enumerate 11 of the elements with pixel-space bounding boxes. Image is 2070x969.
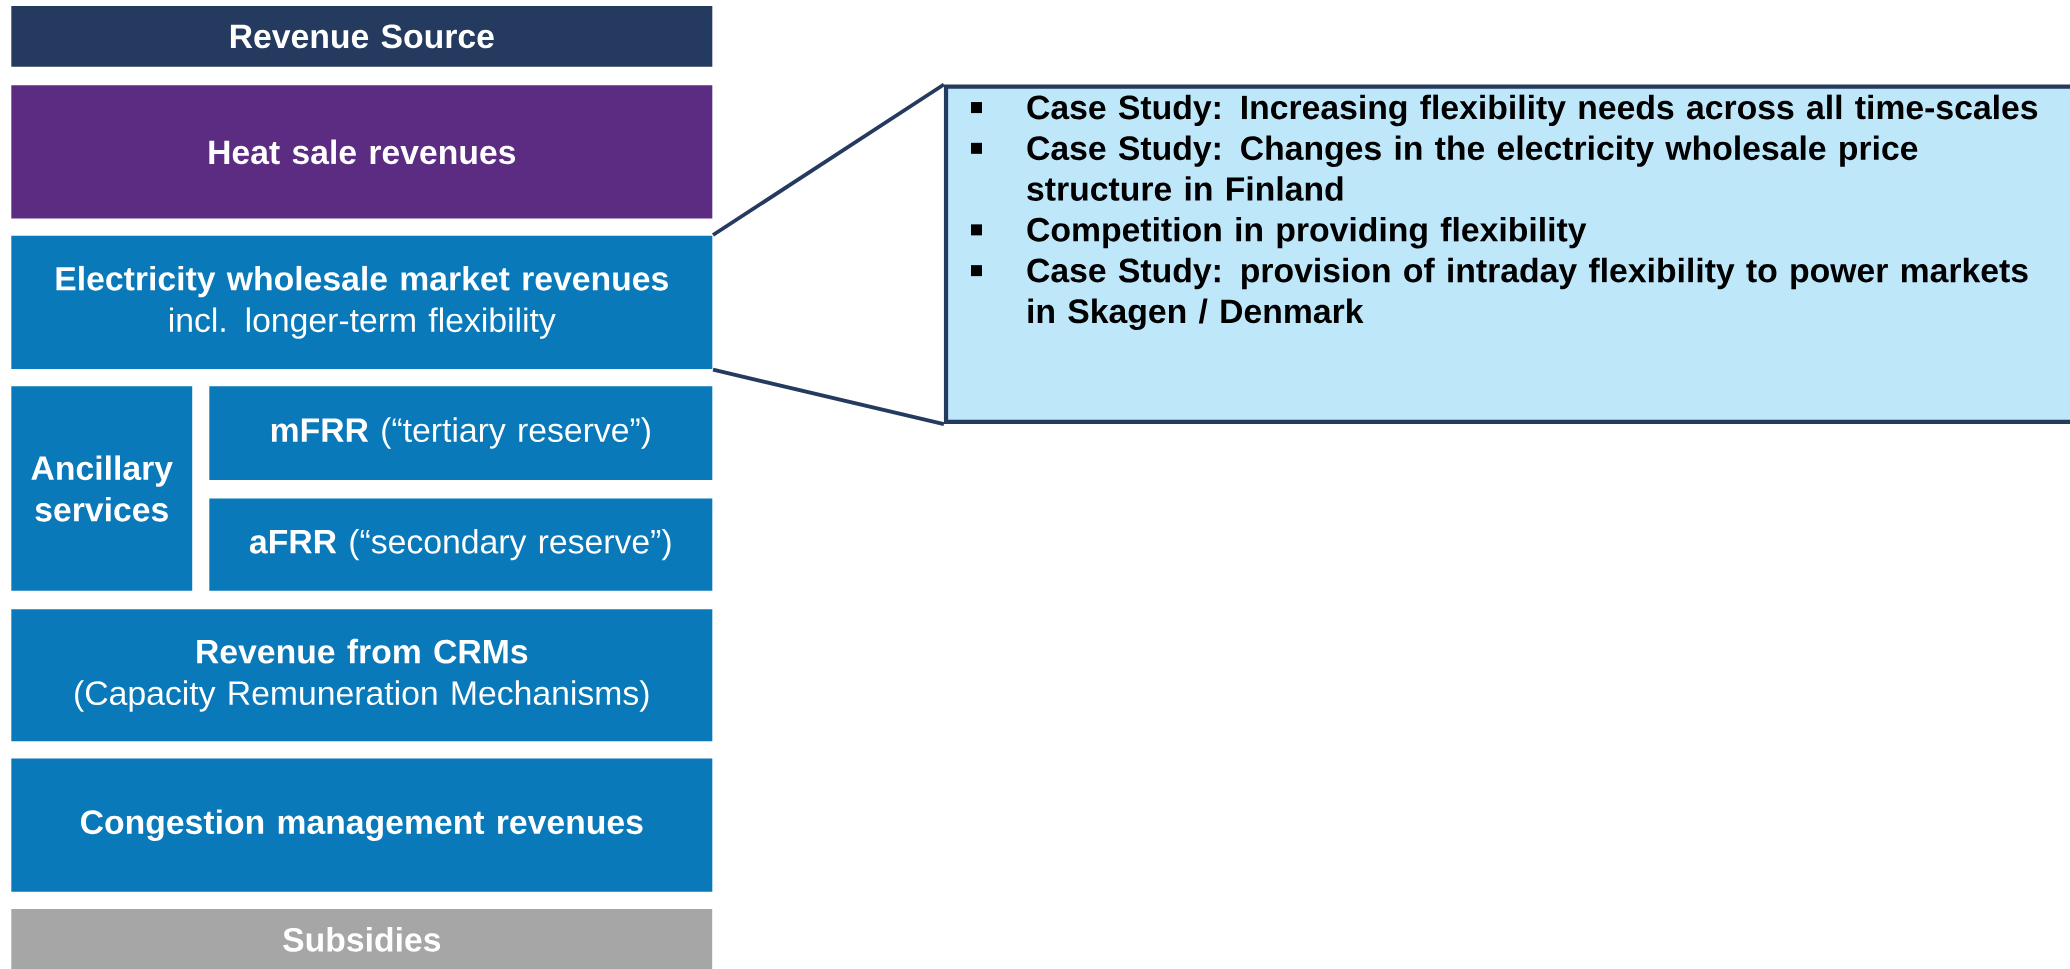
revenue-box: mFRR (“tertiary reserve”): [209, 386, 713, 480]
revenue-box: aFRR (“secondary reserve”): [209, 498, 713, 591]
revenue-box: Congestion management revenues: [11, 758, 713, 892]
revenue-box: Subsidies: [11, 909, 713, 969]
revenue-box: Electricity wholesale market revenues incl. longer-term flexibility: [11, 235, 713, 369]
header-bar: Revenue Source: [11, 6, 713, 67]
callout-line: [711, 82, 946, 426]
category-box: Ancillary services: [11, 386, 193, 591]
revenue-box: Revenue from CRMs (Capacity Remuneration Mechanisms): [11, 609, 713, 742]
callout-box: Case Study: Increasing flexibility needs across all time-scales Case Study: Changes in the electricity wholesale price structure in Finland Competition in providing flexibility Case Study: provision of intraday flexibility to power markets in Skagen / Denmark: [943, 84, 2070, 425]
revenue-box: Heat sale revenues: [11, 85, 713, 219]
